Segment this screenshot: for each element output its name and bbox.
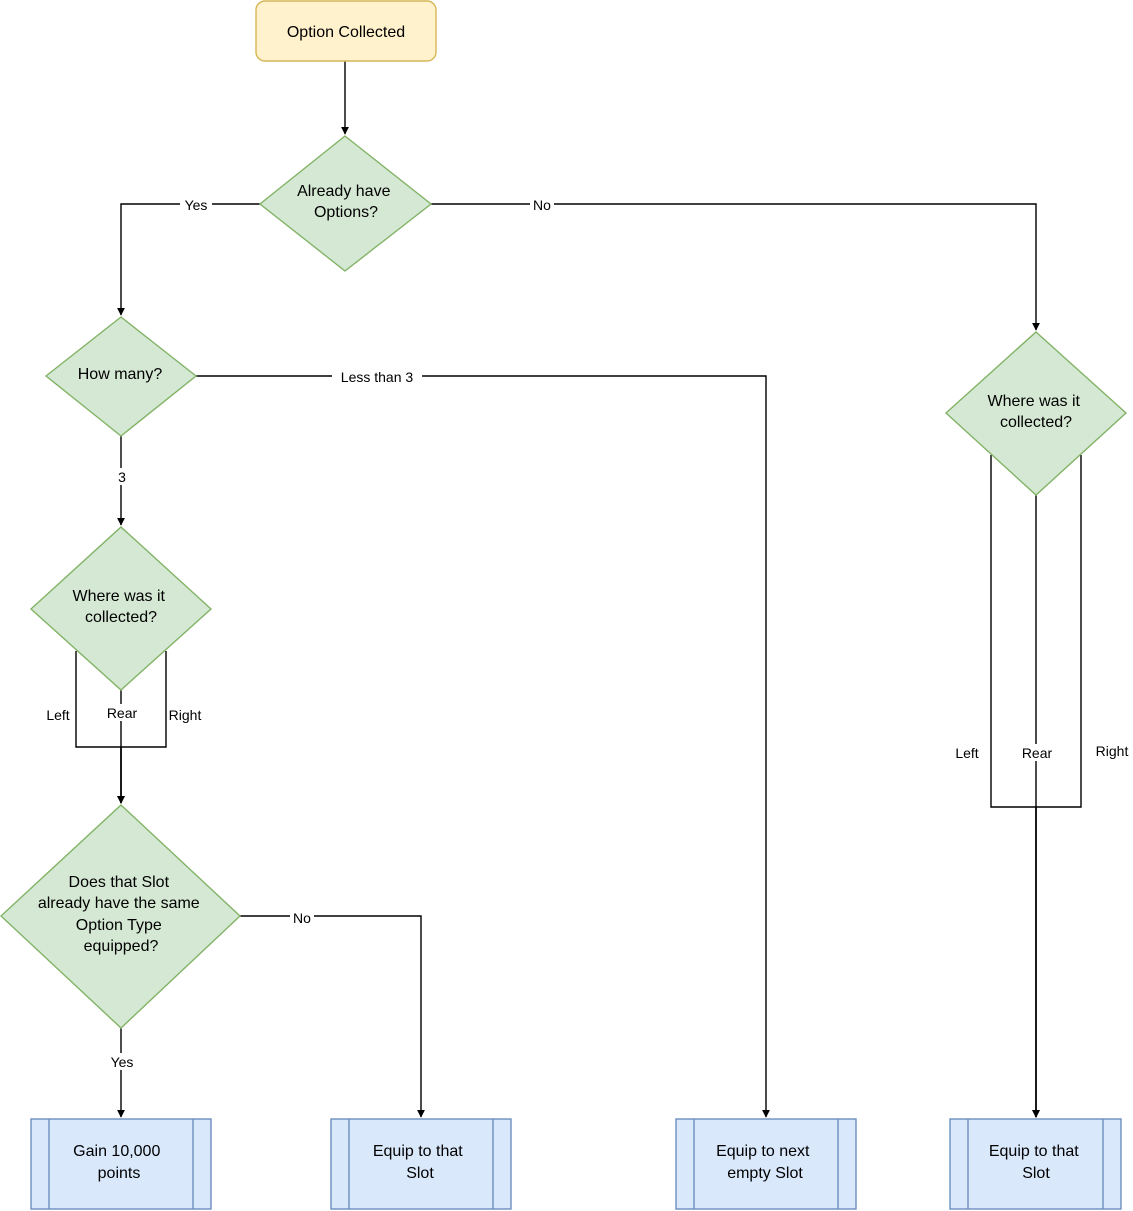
process-shape <box>330 1118 512 1210</box>
label-right-rear: Rear <box>1022 745 1053 761</box>
label-right-left: Left <box>955 745 978 761</box>
node-already-have-options[interactable]: Already have Options? <box>258 135 433 272</box>
node-equip-next-empty-text: Equip to next empty Slot <box>716 1143 814 1182</box>
edge-where-left-right <box>117 651 167 804</box>
label-already-no: No <box>533 197 551 213</box>
decision-shape <box>258 135 433 272</box>
node-gain-points[interactable]: Gain 10,000 points <box>30 1118 212 1210</box>
node-same-type-equipped-text: Does that Slot already have the same Opt… <box>38 874 204 955</box>
label-same-yes: Yes <box>111 1054 134 1070</box>
edges <box>75 61 1082 1118</box>
label-bg-right-rear <box>1018 744 1056 761</box>
label-bg-already-no <box>530 196 554 213</box>
label-bg-already-yes <box>180 196 212 213</box>
decision-shape <box>944 331 1128 496</box>
node-where-collected-left[interactable]: Where was it collected? <box>29 526 213 691</box>
label-left-left: Left <box>46 707 69 723</box>
label-left-rear: Rear <box>107 705 138 721</box>
decision-shape <box>44 316 198 437</box>
node-equip-slot-right-text: Equip to that Slot <box>989 1143 1083 1182</box>
node-how-many-text: How many? <box>78 366 163 383</box>
edge-where-right-left <box>990 455 1040 1118</box>
edge-how-many-less-than-3 <box>196 375 770 1118</box>
start-shape <box>255 0 437 62</box>
label-same-no: No <box>293 910 311 926</box>
label-right-right: Right <box>1096 743 1129 759</box>
process-shape <box>949 1118 1122 1210</box>
label-bg-same-no <box>290 909 314 926</box>
label-left-right: Right <box>169 707 202 723</box>
edge-already-no-to-where-right <box>431 203 1040 331</box>
node-where-collected-left-text: Where was it collected? <box>73 588 170 626</box>
process-shape <box>30 1118 212 1210</box>
node-gain-points-text: Gain 10,000 points <box>73 1143 165 1182</box>
label-less-than-3: Less than 3 <box>341 369 414 385</box>
edge-labels: Yes No Less than 3 3 Left Rear Right No … <box>46 196 1128 1070</box>
process-shape <box>675 1118 857 1210</box>
edge-where-right-right <box>1032 455 1082 1118</box>
node-option-collected-text: Option Collected <box>287 24 405 41</box>
label-already-yes: Yes <box>185 197 208 213</box>
edge-already-yes-to-how-many <box>117 203 260 316</box>
node-same-type-equipped[interactable]: Does that Slot already have the same Opt… <box>0 804 242 1029</box>
node-equip-slot-right[interactable]: Equip to that Slot <box>949 1118 1122 1210</box>
node-equip-slot-mid-text: Equip to that Slot <box>373 1143 467 1182</box>
node-equip-next-empty[interactable]: Equip to next empty Slot <box>675 1118 857 1210</box>
label-bg-three <box>114 468 130 485</box>
node-where-collected-right-text: Where was it collected? <box>988 393 1085 431</box>
label-bg-same-yes <box>106 1053 138 1070</box>
label-three: 3 <box>118 469 126 485</box>
node-already-have-options-text: Already have Options? <box>297 183 395 221</box>
node-equip-slot-mid[interactable]: Equip to that Slot <box>330 1118 512 1210</box>
edge-same-no <box>240 915 425 1118</box>
node-option-collected[interactable]: Option Collected <box>255 0 437 62</box>
decision-shape <box>0 804 242 1029</box>
label-bg-left-rear <box>103 704 141 721</box>
label-bg-less-than-3 <box>332 368 422 385</box>
node-how-many[interactable]: How many? <box>44 316 198 437</box>
node-where-collected-right[interactable]: Where was it collected? <box>944 331 1128 496</box>
decision-shape <box>29 526 213 691</box>
